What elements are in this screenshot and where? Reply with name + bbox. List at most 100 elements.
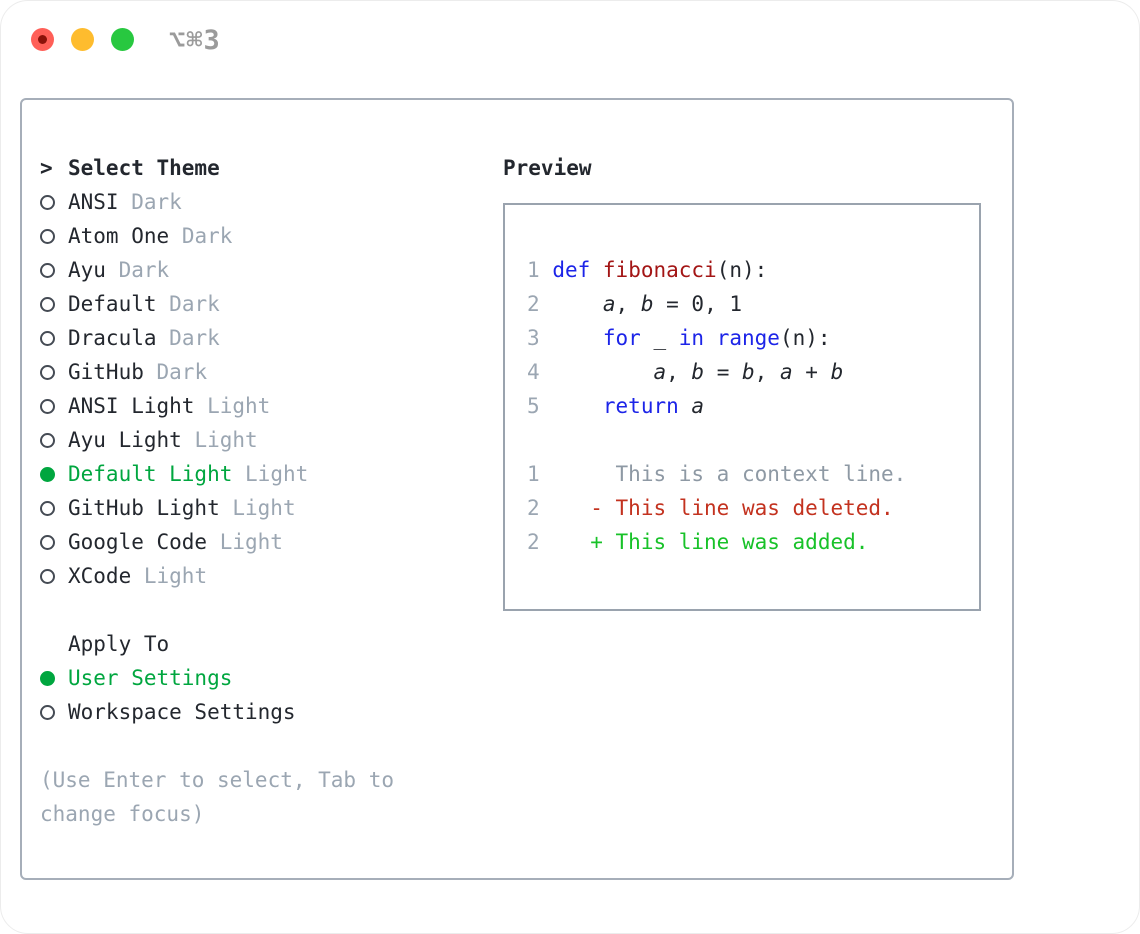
code-token [590,258,603,282]
theme-item-name: ANSI [68,190,119,214]
theme-item-variant: Light [194,428,258,452]
diff-line: 2 + This line was added. [527,525,971,559]
code-token [704,326,717,350]
maximize-button[interactable] [111,28,134,51]
radio-selected-icon [40,670,55,686]
radio-gutter [40,262,68,278]
theme-item-variant: Light [143,564,208,588]
radio-icon [40,262,55,278]
code-token: in [678,326,705,350]
code-token: for [602,326,641,350]
theme-item[interactable]: Google Code Light [40,525,490,559]
code-token [552,326,603,350]
radio-gutter [40,534,68,550]
theme-item-name: XCode [68,564,132,588]
theme-item-variant: Dark [181,224,233,248]
theme-item[interactable]: Atom One Dark [40,219,490,253]
window-title: ⌥⌘3 [169,25,221,56]
close-button[interactable] [31,28,54,51]
radio-gutter [40,500,68,516]
radio-gutter [40,330,68,346]
theme-item-name: Dracula [68,326,157,350]
code-token: _ [640,326,679,350]
apply-to-title: Apply To [68,632,170,656]
minimize-button[interactable] [71,28,94,51]
diff-line: 2 - This line was deleted. [527,491,971,525]
theme-item[interactable]: ANSI Dark [40,185,490,219]
theme-item[interactable]: XCode Light [40,559,490,593]
theme-item[interactable]: GitHub Dark [40,355,490,389]
theme-item[interactable]: GitHub Light Light [40,491,490,525]
theme-item-variant: Light [219,530,283,554]
code-token: range [716,326,780,350]
line-number: 1 [527,462,540,486]
theme-item[interactable]: Dracula Dark [40,321,490,355]
blank-line [527,423,971,457]
theme-item-variant: Dark [169,326,220,350]
code-token [679,394,692,418]
theme-item-variant: Light [232,496,296,520]
theme-item-variant: Light [207,394,271,418]
line-number: 5 [527,394,540,418]
line-number: 4 [527,360,540,384]
theme-item[interactable]: ANSI Light Light [40,389,490,423]
theme-item-variant: Dark [118,258,170,282]
theme-item[interactable]: Ayu Light Light [40,423,490,457]
theme-item-name: GitHub [68,360,144,384]
code-line: 4 a, b = b, a + b [527,355,971,389]
radio-icon [40,500,55,516]
code-token: = [704,360,743,384]
radio-gutter [40,670,68,686]
diff-line: 1 This is a context line. [527,457,971,491]
radio-icon [40,296,55,312]
select-theme-title: Select Theme [68,156,220,180]
code-line: 2 a, b = 0, 1 [527,287,971,321]
radio-icon [40,194,55,210]
code-token: a [691,394,705,418]
radio-icon [40,364,55,380]
code-token: a [779,360,793,384]
theme-item-name: Default [68,292,157,316]
theme-item-variant: Light [245,462,309,486]
radio-gutter [40,704,68,720]
prompt-caret-icon: > [40,156,53,180]
radio-gutter [40,364,68,380]
theme-item-name: Atom One [68,224,170,248]
theme-item[interactable]: Default Dark [40,287,490,321]
line-number: 3 [527,326,540,350]
radio-gutter [40,228,68,244]
theme-item-name: Google Code [68,530,208,554]
code-token [552,292,603,316]
preview-column: Preview 1 def fibonacci(n):2 a, b = 0, 1… [503,151,1003,611]
code-token: (n): [779,326,831,350]
help-line: change focus) [40,802,205,826]
apply-option[interactable]: User Settings [40,661,490,695]
code-line: 1 def fibonacci(n): [527,253,971,287]
code-token [552,394,603,418]
theme-item-name: ANSI Light [68,394,195,418]
code-token: , [615,292,641,316]
code-token: a [602,292,616,316]
code-token: fibonacci [602,258,717,282]
line-number: 2 [527,496,540,520]
radio-gutter [40,398,68,414]
code-token: b [742,360,755,384]
theme-item-variant: Dark [131,190,182,214]
select-theme-header: > Select Theme [40,151,490,185]
code-token [552,360,653,384]
radio-gutter [40,466,68,482]
spacer [40,729,490,763]
apply-option[interactable]: Workspace Settings [40,695,490,729]
theme-item[interactable]: Default Light Light [40,457,490,491]
theme-item[interactable]: Ayu Dark [40,253,490,287]
code-token: b [830,360,844,384]
theme-item-name: Ayu [68,258,106,282]
